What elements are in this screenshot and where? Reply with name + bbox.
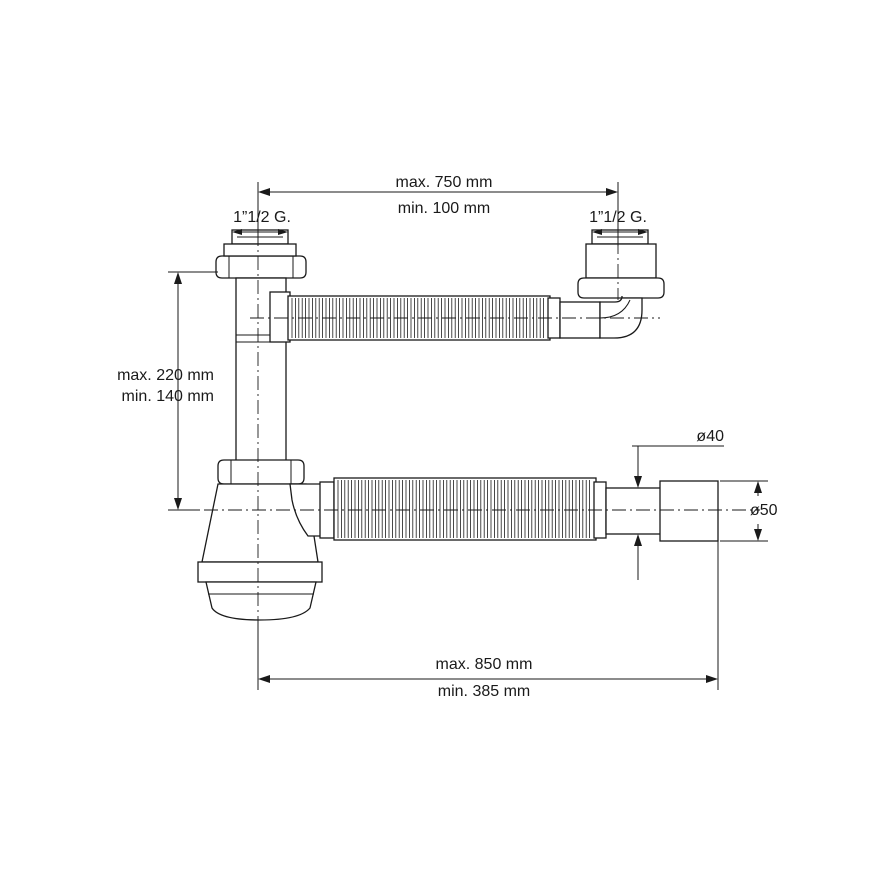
dimension-thread-right: 1”1/2 G. — [589, 209, 648, 235]
thread-right-label: 1”1/2 G. — [589, 209, 647, 226]
outlet-tube-40 — [605, 487, 663, 535]
dimension-diameter-50: ø50 — [720, 480, 778, 542]
center-lines — [180, 232, 760, 640]
outlet-tube-50 — [659, 480, 719, 542]
dimension-length: max. 850 mm min. 385 mm — [257, 541, 719, 700]
width-min-label: min. 100 mm — [398, 200, 490, 217]
diameter-40-label: ø40 — [696, 428, 724, 445]
diameter-50-label: ø50 — [750, 502, 778, 519]
height-min-label: min. 140 mm — [122, 388, 214, 405]
lower-flexible-hose — [319, 477, 719, 542]
right-elbow — [599, 295, 643, 339]
left-top-nut — [215, 255, 307, 279]
right-inlet-assembly — [577, 229, 665, 339]
length-max-label: max. 850 mm — [436, 656, 533, 673]
length-min-label: min. 385 mm — [438, 683, 530, 700]
thread-left-label: 1”1/2 G. — [233, 209, 291, 226]
dimension-width: max. 750 mm min. 100 mm — [257, 174, 619, 246]
dimension-thread-left: 1”1/2 G. — [232, 209, 291, 235]
siphon-bottom-ring — [197, 561, 323, 583]
lower-hose-ribs — [337, 480, 590, 538]
height-max-label: max. 220 mm — [117, 367, 214, 384]
dimension-diameter-40: ø40 — [632, 428, 724, 580]
dimension-height: max. 220 mm min. 140 mm — [117, 271, 218, 511]
width-max-label: max. 750 mm — [396, 174, 493, 191]
left-inlet-assembly — [197, 229, 323, 621]
siphon-bottom-cap — [205, 581, 317, 621]
right-nut — [577, 277, 665, 299]
